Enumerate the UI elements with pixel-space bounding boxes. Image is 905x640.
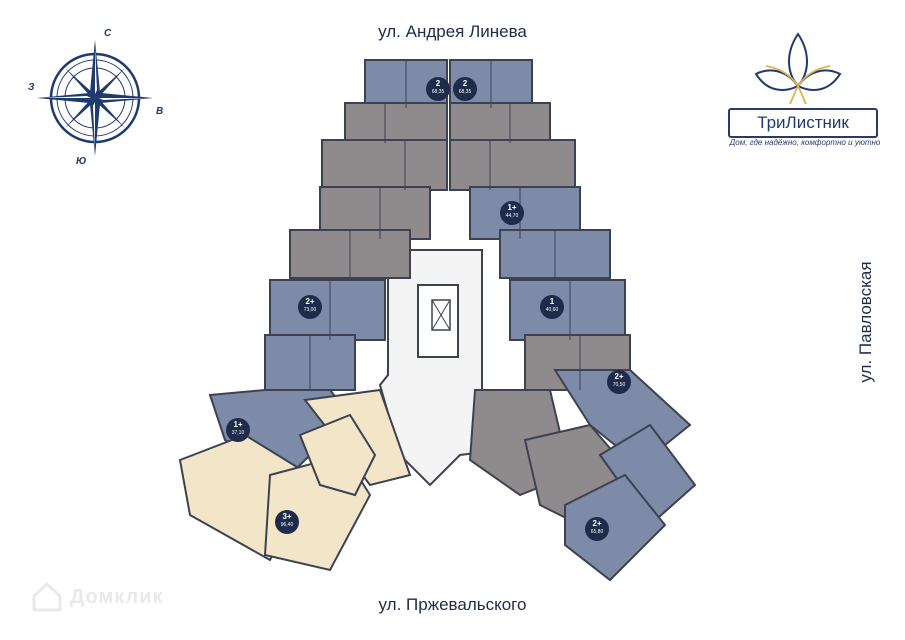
compass-rose: С Ю В З [28,28,163,168]
central-core [378,249,501,487]
apartment-marker[interactable]: 1+44,70 [500,201,524,225]
apartment-area: 73,00 [303,307,317,313]
apartment-marker[interactable]: 2+70,50 [607,370,631,394]
watermark: Домклик [30,580,230,620]
watermark-text: Домклик [70,586,164,608]
apartment-area: 68,35 [458,89,472,95]
apartment-area: 44,70 [505,213,519,219]
apartment-rooms: 2 [462,79,468,88]
trefoil-logo-icon [754,32,842,105]
street-label-top: ул. Андрея Линева [378,22,527,41]
apartment-marker[interactable]: 2+73,00 [298,295,322,319]
apartment-area: 37,10 [231,430,245,436]
compass-icon [37,40,153,156]
apartment-rooms: 2+ [592,519,602,528]
wing-top-left [289,59,448,279]
apartment-area: 70,50 [612,382,626,388]
compass-north-label: С [104,28,112,39]
logo-tagline: Дом, где надёжно, комфортно и уютно [729,138,881,147]
street-label-right: ул. Павловская [853,261,879,383]
logo-wordmark: ТриЛистник [757,113,849,132]
apartment-rooms: 1 [549,297,555,306]
apartment-rooms: 2+ [305,297,315,306]
wing-left [178,279,412,572]
street-label-bottom: ул. Пржевальского [378,595,527,614]
apartment-rooms: 2 [435,79,441,88]
interior-partitions [309,60,581,390]
apartment-marker[interactable]: 3+96,40 [275,510,299,534]
apartment-area: 40,60 [545,307,559,313]
house-icon [32,581,62,612]
apartment-marker[interactable]: 1+37,10 [226,418,250,442]
apartment-area: 65,80 [590,529,604,535]
floor-plan-drawing [178,59,697,582]
apartment-area: 96,40 [280,522,294,528]
apartment-rooms: 1+ [507,203,517,212]
wing-right [468,279,697,582]
compass-west-label: З [28,82,35,93]
brand-logo: ТриЛистник Дом, где надёжно, комфортно и… [720,28,890,158]
apartment-area: 68,35 [431,89,445,95]
street-label-right-text: ул. Павловская [856,261,875,383]
logo-wordmark-box: ТриЛистник [728,108,878,138]
apartment-rooms: 2+ [614,372,624,381]
compass-south-label: Ю [76,156,87,167]
apartment-rooms: 1+ [233,420,243,429]
apartment-rooms: 3+ [282,512,292,521]
apartment-marker[interactable]: 2+65,80 [585,517,609,541]
compass-east-label: В [156,106,164,117]
